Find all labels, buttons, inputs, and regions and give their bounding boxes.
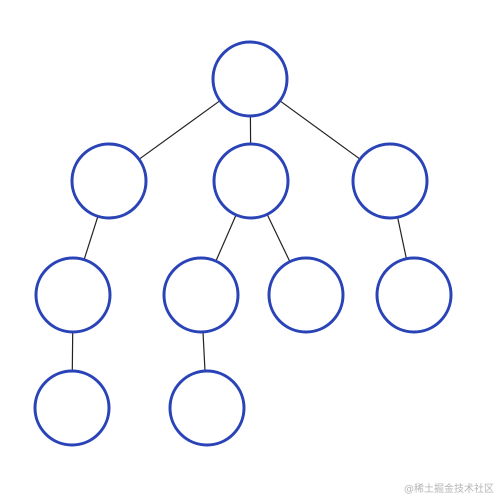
- tree-edge-n1-n1a: [83, 216, 99, 260]
- tree-node-n3: [351, 142, 429, 220]
- tree-node-root: [211, 40, 289, 118]
- tree-node-n2a1: [168, 369, 246, 447]
- tree-node-n1a1: [33, 369, 111, 447]
- tree-node-n1a: [34, 256, 112, 334]
- nodes-layer: [33, 40, 453, 447]
- tree-edge-n3-n3a: [397, 217, 407, 259]
- watermark: @稀土掘金技术社区: [404, 484, 494, 495]
- tree-node-n2b: [267, 256, 345, 334]
- tree-edge-root-n3: [279, 100, 361, 160]
- tree-node-n3a: [375, 256, 453, 334]
- tree-node-n2: [212, 142, 290, 220]
- tree-edge-n2a-n2a1: [202, 331, 206, 372]
- edges-layer: [71, 100, 407, 372]
- tree-edge-n2-n2a: [215, 214, 237, 262]
- tree-edge-root-n1: [138, 100, 221, 160]
- tree-edge-n2-n2b: [266, 214, 291, 262]
- tree-node-n2a: [162, 256, 240, 334]
- tree-node-n1: [70, 142, 148, 220]
